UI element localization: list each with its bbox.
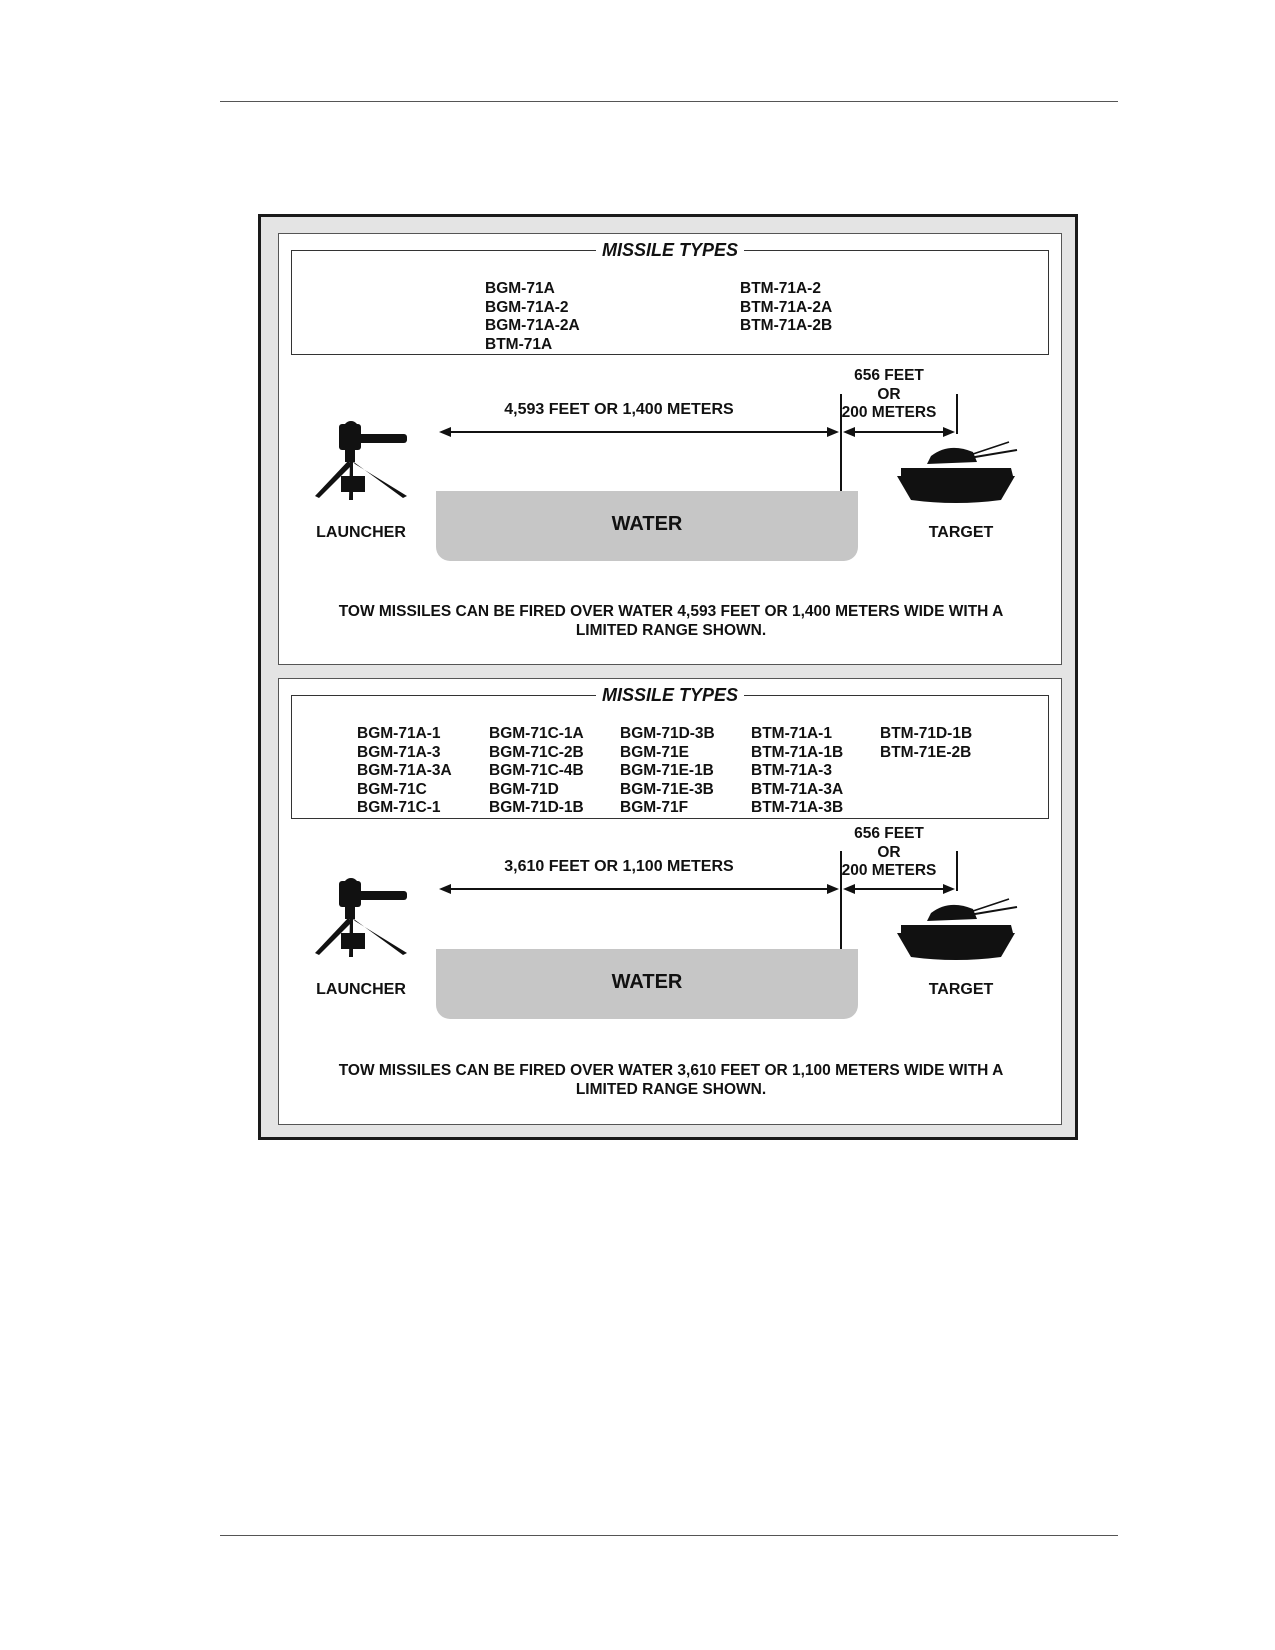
missile-type: BTM-71A-3 bbox=[751, 762, 832, 779]
missile-type: BTM-71A-2B bbox=[740, 317, 833, 334]
caption-line: LIMITED RANGE SHOWN. bbox=[575, 1081, 767, 1098]
launcher-label: LAUNCHER bbox=[316, 524, 406, 541]
launcher-icon bbox=[315, 878, 407, 957]
missile-type: BGM-71A-1 bbox=[357, 725, 441, 742]
missile-column-4: BTM-71A-1 BTM-71A-1B BTM-71A-3 BTM-71A-3… bbox=[751, 725, 843, 818]
figure-caption: TOW MISSILES CAN BE FIRED OVER WATER 4,5… bbox=[299, 602, 1043, 640]
missile-type: BGM-71D-1B bbox=[489, 799, 584, 816]
missile-type: BGM-71C-4B bbox=[489, 762, 584, 779]
footer-rule bbox=[220, 1535, 1118, 1536]
missile-type: BGM-71A-3 bbox=[357, 743, 441, 761]
header-rule bbox=[220, 101, 1118, 102]
missile-types-title: MISSILE TYPES bbox=[595, 240, 745, 260]
offset-line: 200 METERS bbox=[841, 404, 937, 421]
tow-over-water-figure: MISSILE TYPES BGM-71A BGM-71A-2 BGM-71A-… bbox=[258, 214, 1078, 1140]
missile-type: BGM-71D-3B bbox=[620, 725, 715, 742]
offset-arrow bbox=[843, 427, 955, 437]
offset-line: 656 FEET bbox=[854, 367, 924, 384]
distance-arrow bbox=[439, 884, 839, 894]
missile-type: BTM-71A-1 bbox=[751, 725, 832, 742]
missile-type: BTM-71A-2 bbox=[740, 280, 821, 297]
missile-type: BGM-71D bbox=[489, 780, 559, 798]
missile-type: BGM-71F bbox=[620, 799, 689, 816]
missile-column-2: BTM-71A-2 BTM-71A-2A BTM-71A-2B bbox=[740, 280, 832, 336]
missile-type: BTM-71A-1B bbox=[751, 743, 844, 761]
figure-caption: TOW MISSILES CAN BE FIRED OVER WATER 3,6… bbox=[299, 1061, 1043, 1099]
distance-arrow bbox=[439, 427, 839, 437]
panel-1400-meters: MISSILE TYPES BGM-71A BGM-71A-2 BGM-71A-… bbox=[278, 233, 1062, 665]
missile-type: BGM-71E-3B bbox=[620, 780, 714, 798]
missile-type: BTM-71A-3A bbox=[751, 780, 844, 798]
distance-label: 4,593 FEET OR 1,400 METERS bbox=[504, 401, 734, 418]
water-label: WATER bbox=[611, 513, 683, 535]
range-arrows bbox=[439, 394, 958, 491]
missile-types-box: MISSILE TYPES BGM-71A BGM-71A-2 BGM-71A-… bbox=[291, 240, 1049, 355]
missile-column-1: BGM-71A-1 BGM-71A-3 BGM-71A-3A BGM-71C B… bbox=[357, 725, 452, 818]
missile-type: BGM-71C bbox=[357, 780, 427, 798]
missile-column-1: BGM-71A BGM-71A-2 BGM-71A-2A BTM-71A bbox=[485, 280, 580, 354]
distance-label: 3,610 FEET OR 1,100 METERS bbox=[504, 858, 734, 875]
range-arrows bbox=[439, 851, 958, 949]
offset-arrow bbox=[843, 884, 955, 894]
missile-type: BTM-71A bbox=[485, 335, 553, 353]
offset-line: 656 FEET bbox=[854, 825, 924, 842]
missile-column-2: BGM-71C-1A BGM-71C-2B BGM-71C-4B BGM-71D… bbox=[489, 725, 584, 818]
missile-type: BGM-71A-2A bbox=[485, 317, 580, 334]
missile-type: BGM-71E bbox=[620, 743, 689, 761]
water-area: WATER bbox=[436, 491, 858, 561]
missile-type: BGM-71A bbox=[485, 280, 555, 297]
water-area: WATER bbox=[436, 949, 858, 1019]
missile-type: BGM-71E-1B bbox=[620, 762, 714, 779]
target-label: TARGET bbox=[928, 524, 994, 541]
caption-line: TOW MISSILES CAN BE FIRED OVER WATER 3,6… bbox=[338, 1062, 1004, 1079]
target-tank-icon bbox=[897, 898, 1018, 960]
offset-line: OR bbox=[877, 843, 901, 861]
launcher-label: LAUNCHER bbox=[316, 981, 406, 998]
target-label: TARGET bbox=[928, 981, 994, 998]
missile-type: BTM-71A-2A bbox=[740, 298, 833, 316]
missile-type: BGM-71A-3A bbox=[357, 762, 452, 779]
launcher-icon bbox=[315, 421, 407, 500]
missile-type: BTM-71E-2B bbox=[880, 743, 972, 761]
target-tank-icon bbox=[897, 441, 1018, 503]
missile-type: BGM-71C-1A bbox=[489, 725, 584, 742]
offset-line: 200 METERS bbox=[841, 862, 937, 879]
missile-type: BTM-71D-1B bbox=[880, 725, 973, 742]
caption-line: TOW MISSILES CAN BE FIRED OVER WATER 4,5… bbox=[338, 603, 1004, 620]
caption-line: LIMITED RANGE SHOWN. bbox=[575, 622, 767, 639]
water-label: WATER bbox=[611, 971, 683, 993]
missile-types-title: MISSILE TYPES bbox=[595, 685, 745, 705]
offset-line: OR bbox=[877, 385, 901, 403]
missile-type: BGM-71C-1 bbox=[357, 799, 441, 816]
missile-types-box: MISSILE TYPES BGM-71A-1 BGM-71A-3 BGM-71… bbox=[291, 685, 1049, 819]
offset-label: 656 FEET OR 200 METERS bbox=[836, 367, 942, 423]
missile-column-3: BGM-71D-3B BGM-71E BGM-71E-1B BGM-71E-3B… bbox=[620, 725, 715, 818]
missile-type: BGM-71A-2 bbox=[485, 298, 569, 316]
missile-type: BTM-71A-3B bbox=[751, 799, 844, 816]
offset-label: 656 FEET OR 200 METERS bbox=[836, 825, 942, 881]
missile-type: BGM-71C-2B bbox=[489, 743, 584, 761]
panel-1100-meters: MISSILE TYPES BGM-71A-1 BGM-71A-3 BGM-71… bbox=[278, 678, 1062, 1125]
missile-column-5: BTM-71D-1B BTM-71E-2B bbox=[880, 725, 972, 762]
